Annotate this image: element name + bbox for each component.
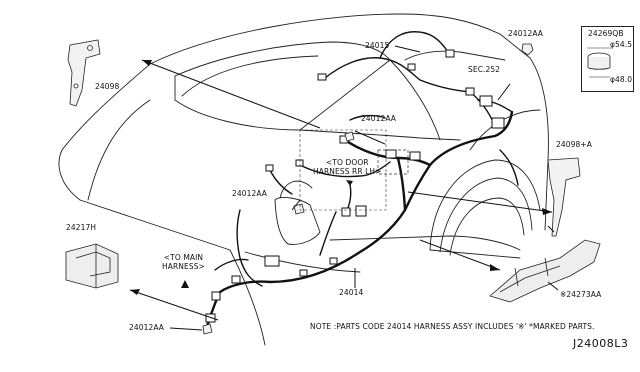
callout-24014: 24014 — [339, 288, 364, 297]
connectors — [205, 49, 505, 323]
callout-24015: 24015 — [365, 41, 390, 50]
rear-wheel — [429, 159, 541, 259]
callout-24217H: 24217H — [66, 223, 97, 232]
protector-24273AA — [489, 239, 601, 303]
bracket-24098A — [547, 157, 581, 237]
cover-24217H — [65, 243, 119, 289]
callout-box — [377, 149, 409, 175]
callout-24273AA: ※24273AA — [560, 290, 602, 299]
callout-24098: 24098 — [95, 82, 120, 91]
clips — [202, 131, 355, 335]
car-body-outline — [58, 13, 549, 346]
callout-to-main-harness: <TO MAIN HARNESS> — [162, 253, 205, 271]
inset-dimension-bottom: φ48.0 — [610, 75, 633, 84]
callout-24012AA-top: 24012AA — [508, 29, 544, 38]
seat-headrest — [279, 180, 313, 199]
callout-to-door-harness: <TO DOOR HARNESS RR LH> — [313, 158, 382, 176]
inset-dimension-top: φ54.5 — [610, 40, 633, 49]
inset-part-number: 24269QB — [588, 29, 624, 38]
grommet-icon — [587, 47, 612, 78]
seat-outline — [274, 197, 321, 245]
branch-harnesses — [214, 31, 519, 287]
callout-box-large — [299, 129, 387, 211]
pointer-lines — [129, 45, 559, 331]
diagram-id: J24008L3 — [573, 337, 629, 350]
parts-note: NOTE :PARTS CODE 24014 HARNESS ASSY INCL… — [310, 322, 595, 331]
main-harness — [203, 110, 514, 334]
bolt-24012AA-top — [521, 43, 534, 56]
callout-24012AA-bottom: 24012AA — [129, 323, 165, 332]
callout-24012AA-left: 24012AA — [232, 189, 268, 198]
callout-sec252: SEC.252 — [468, 65, 501, 74]
bracket-24098 — [67, 39, 101, 107]
inset-part-24269QB: 24269QB φ54.5 φ48.0 — [581, 26, 634, 92]
callout-24098A: 24098+A — [556, 140, 592, 149]
arrow-heads — [130, 60, 552, 295]
callout-24012AA-mid: 24012AA — [361, 114, 397, 123]
